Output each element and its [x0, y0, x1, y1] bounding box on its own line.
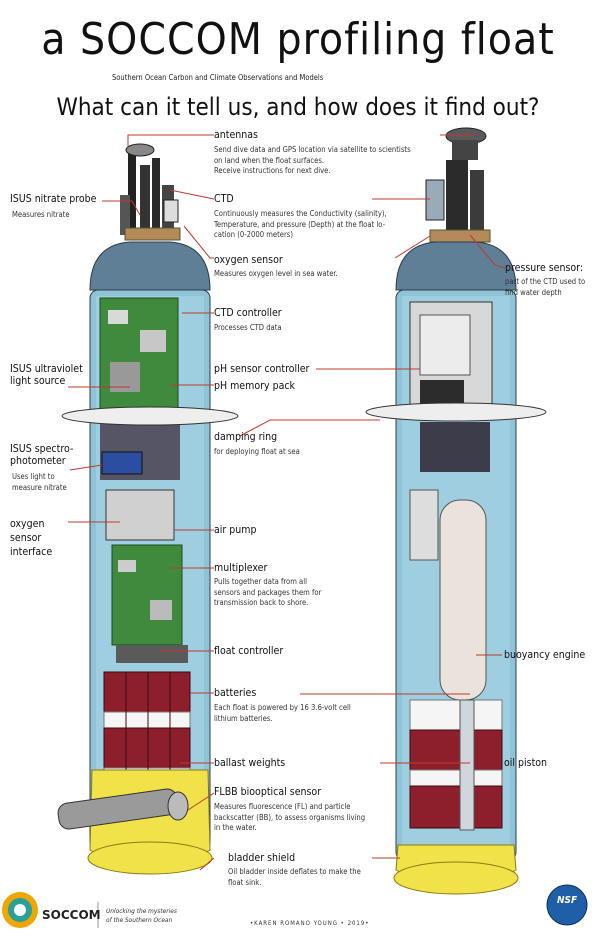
- label-buoyancy-engine: buoyancy engine: [504, 649, 586, 661]
- label-antennas: antennas: [214, 129, 258, 141]
- desc-oxygen-sensor: Measures oxygen level in sea water.: [214, 269, 338, 278]
- right-buoyancy-engine: [439, 499, 487, 701]
- label-bladder-shield: bladder shield: [228, 852, 296, 864]
- desc-damping-ring: for deploying float at sea: [214, 447, 300, 456]
- label-isus-nitrate-probe: ISUS nitrate probe: [10, 193, 97, 205]
- left-float-controller: [116, 645, 188, 663]
- leader-lines: [68, 134, 506, 871]
- label-ctd-controller: CTD controller: [214, 307, 282, 319]
- label-flbb-sensor: FLBB biooptical sensor: [214, 786, 322, 798]
- right-antenna-cluster: [425, 127, 491, 243]
- label-damping-ring: damping ring: [214, 431, 278, 443]
- label-oxygen-sensor: oxygen sensor: [214, 254, 283, 266]
- label-batteries: batteries: [214, 687, 257, 699]
- left-damping-ring: [61, 406, 239, 426]
- left-antenna-cluster: [120, 143, 181, 241]
- nsf-logo-text: NSF: [557, 895, 578, 906]
- artist-credit: •KAREN ROMANO YOUNG • 2019•: [250, 920, 370, 927]
- right-oil-piston: [459, 699, 475, 831]
- page-subtitle: Southern Ocean Carbon and Climate Observ…: [112, 73, 324, 82]
- label-air-pump: air pump: [214, 524, 257, 536]
- desc-ctd-controller: Processes CTD data: [214, 323, 282, 332]
- label-ballast-weights: ballast weights: [214, 757, 286, 769]
- page-title: a SOCCOM profiling float: [41, 14, 555, 65]
- right-float: [365, 127, 547, 895]
- nsf-logo-icon: [546, 884, 588, 926]
- label-ph-memory: pH memory pack: [214, 380, 296, 392]
- label-float-controller: float controller: [214, 645, 284, 657]
- left-flbb-sensor: [57, 788, 189, 830]
- label-multiplexer: multiplexer: [214, 562, 268, 574]
- desc-batteries: Each float is powered by 16 3.6-volt cel…: [214, 703, 351, 723]
- page-question: What can it tell us, and how does it fin…: [56, 93, 540, 121]
- left-top-cap: [89, 241, 211, 291]
- right-damping-ring: [365, 402, 547, 422]
- label-isus-spectrophotometer: ISUS spectro-photometer: [10, 443, 74, 467]
- desc-isus-nitrate-probe: Measures nitrate: [12, 210, 70, 219]
- desc-ctd: Continuously measures the Conductivity (…: [214, 209, 387, 239]
- desc-antennas: Send dive data and GPS location via sate…: [214, 145, 411, 175]
- left-battery-pack: [103, 671, 191, 781]
- left-air-pump-assembly: [105, 489, 175, 541]
- right-battery-pack: [409, 699, 503, 831]
- soccom-wordmark: SOCCOM: [42, 908, 101, 922]
- left-float: [57, 143, 239, 875]
- label-ph-controller: pH sensor controller: [214, 363, 310, 375]
- right-mid-assembly: [420, 422, 490, 472]
- label-oil-piston: oil piston: [504, 757, 548, 769]
- label-pressure-sensor: pressure sensor:: [505, 262, 584, 274]
- label-ctd: CTD: [214, 193, 234, 205]
